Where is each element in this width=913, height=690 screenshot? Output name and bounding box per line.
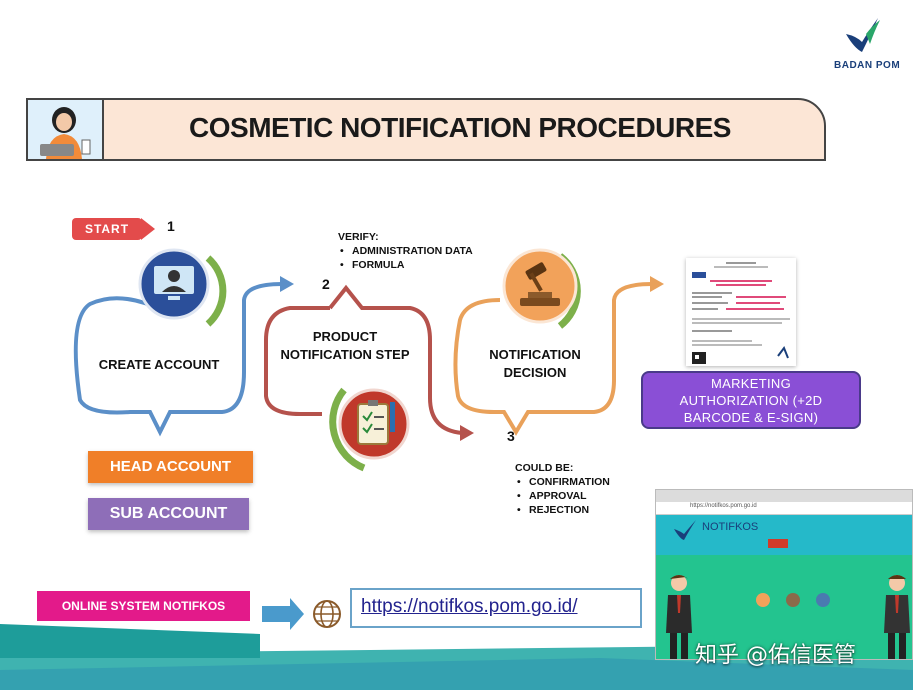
browser-tab-bar xyxy=(656,490,912,502)
online-system-label: ONLINE SYSTEM NOTIFKOS xyxy=(37,591,250,621)
step1-connector xyxy=(73,282,283,437)
page-title: COSMETIC NOTIFICATION PROCEDURES xyxy=(189,112,731,143)
notifkos-website-screenshot: https://notifkos.pom.go.id NOTIFKOS xyxy=(655,489,913,660)
step3-connector xyxy=(453,282,653,436)
register-icon[interactable] xyxy=(756,593,770,607)
url-box xyxy=(350,588,642,628)
outcome-item: CONFIRMATION xyxy=(517,475,610,489)
start-arrow-icon xyxy=(141,218,155,240)
certificate-document-icon xyxy=(686,258,796,366)
footer-stripe xyxy=(0,624,260,658)
verify-icon[interactable] xyxy=(786,593,800,607)
step3-number: 3 xyxy=(507,428,515,444)
step1-number: 1 xyxy=(167,218,175,234)
outcome-item: APPROVAL xyxy=(517,489,610,503)
arrow-to-result-icon xyxy=(650,276,664,292)
globe-icon xyxy=(313,600,341,628)
browser-address-bar: https://notifkos.pom.go.id xyxy=(656,502,912,515)
outcome-item: REJECTION xyxy=(517,503,610,517)
verify-item: ADMINISTRATION DATA xyxy=(340,244,473,258)
nav-active xyxy=(768,539,788,548)
outcome-list: COULD BE: CONFIRMATION APPROVAL REJECTIO… xyxy=(515,461,610,517)
step2-connector xyxy=(328,284,463,435)
businessman-left-icon xyxy=(666,575,692,659)
verify-list: VERIFY: ADMINISTRATION DATA FORMULA xyxy=(338,230,473,272)
login-icon[interactable] xyxy=(816,593,830,607)
arrow-to-step2-icon xyxy=(280,276,294,292)
step1-progress-arc xyxy=(205,255,227,327)
notifkos-logo-icon xyxy=(674,520,696,540)
site-hero xyxy=(656,555,912,659)
marketing-authorization-box: MARKETING AUTHORIZATION (+2D BARCODE & E… xyxy=(641,371,861,429)
watermark-text: 知乎 @佑信医管 xyxy=(695,643,856,668)
head-account-button[interactable]: HEAD ACCOUNT xyxy=(88,451,253,483)
site-title: NOTIFKOS xyxy=(702,521,759,533)
step2-connector-left xyxy=(264,306,330,416)
badan-pom-logo-icon xyxy=(846,18,880,52)
title-banner xyxy=(26,98,826,161)
verify-item: FORMULA xyxy=(340,258,473,272)
step1-label: CREATE ACCOUNT xyxy=(98,357,220,372)
businessman-right-icon xyxy=(884,575,910,659)
sub-account-button[interactable]: SUB ACCOUNT xyxy=(88,498,249,530)
person-at-laptop-icon xyxy=(28,100,104,159)
site-body: NOTIFKOS xyxy=(656,515,912,659)
step2-progress-arc xyxy=(329,387,366,472)
arrow-to-step3-icon xyxy=(460,425,474,441)
step2-label: PRODUCT NOTIFICATION STEP xyxy=(280,329,410,362)
online-arrow-icon xyxy=(262,598,304,630)
notifkos-link[interactable]: https://notifkos.pom.go.id/ xyxy=(361,596,578,617)
logo-text: BADAN POM xyxy=(834,60,901,71)
step2-number: 2 xyxy=(322,276,330,292)
start-badge: START xyxy=(72,218,142,240)
address-text: https://notifkos.pom.go.id xyxy=(690,503,757,509)
step3-label: NOTIFICATION DECISION xyxy=(489,347,581,380)
